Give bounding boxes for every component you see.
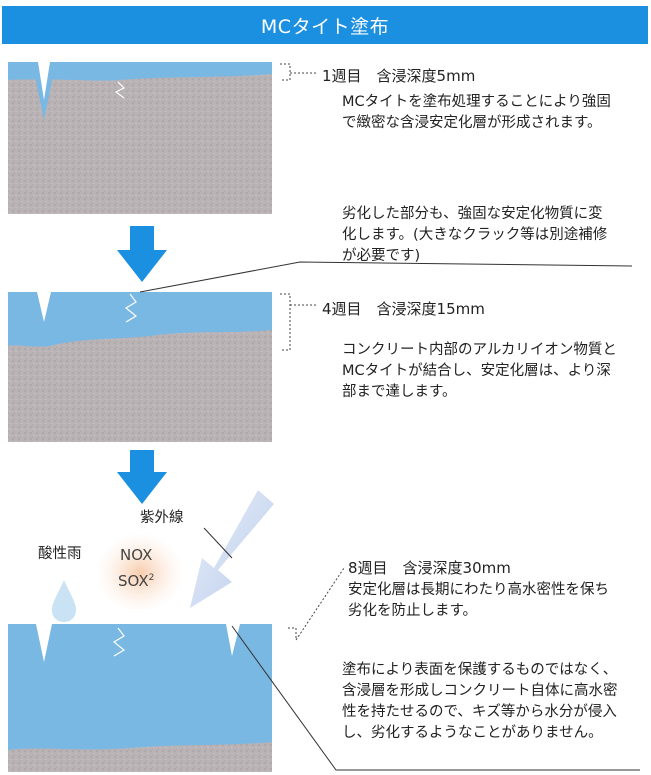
sox-label: SOX2 [118, 572, 154, 590]
page-title: MCタイト塗布 [260, 15, 390, 38]
stage-3-label: 8週目 含浸深度30mm [348, 559, 511, 577]
depth-bracket-3 [288, 567, 345, 641]
nox-label: NOX [120, 546, 153, 564]
stage-2-label: 4週目 含浸深度15mm [322, 300, 485, 318]
stage-3-text: 安定化層は長期にわたり高水密性を保ち劣化を防止します。 [348, 582, 609, 619]
bottom-note: 塗布により表面を保護するものではなく、含浸層を形成しコンクリート自体に高水密性を… [342, 662, 618, 741]
uv-arrow [190, 490, 274, 608]
stage-1-block [8, 62, 272, 214]
bottom-leader-line [231, 625, 640, 771]
down-arrow-2 [117, 450, 167, 504]
stage-2-block [8, 292, 272, 442]
uv-label: 紫外線 [140, 510, 184, 526]
depth-bracket-1 [280, 63, 318, 81]
sox-text: SOX [118, 572, 149, 590]
stage-3-block [8, 624, 272, 772]
stage-2-text: コンクリート内部のアルカリイオン物質とMCタイトが結合し、安定化層は、より深部ま… [342, 342, 617, 400]
title-bar: MCタイト塗布 [2, 6, 648, 44]
stage-1-label: 1週目 含浸深度5mm [322, 67, 476, 85]
sox-superscript: 2 [148, 573, 155, 583]
acid-rain-drop-icon [52, 580, 76, 622]
down-arrow-1 [117, 226, 167, 282]
crack-leader-line [139, 261, 633, 293]
stage-1-text: MCタイトを塗布処理することにより強固で緻密な含浸安定化層が形成されます。 [342, 94, 611, 131]
pollutant-glow [96, 533, 184, 613]
acid-rain-label: 酸性雨 [38, 546, 82, 562]
crack-note: 劣化した部分も、強固な安定化物質に変化します。(大きなクラック等は別途補修が必要… [342, 206, 608, 264]
depth-bracket-2 [280, 293, 318, 351]
uv-leader-line [203, 527, 233, 559]
